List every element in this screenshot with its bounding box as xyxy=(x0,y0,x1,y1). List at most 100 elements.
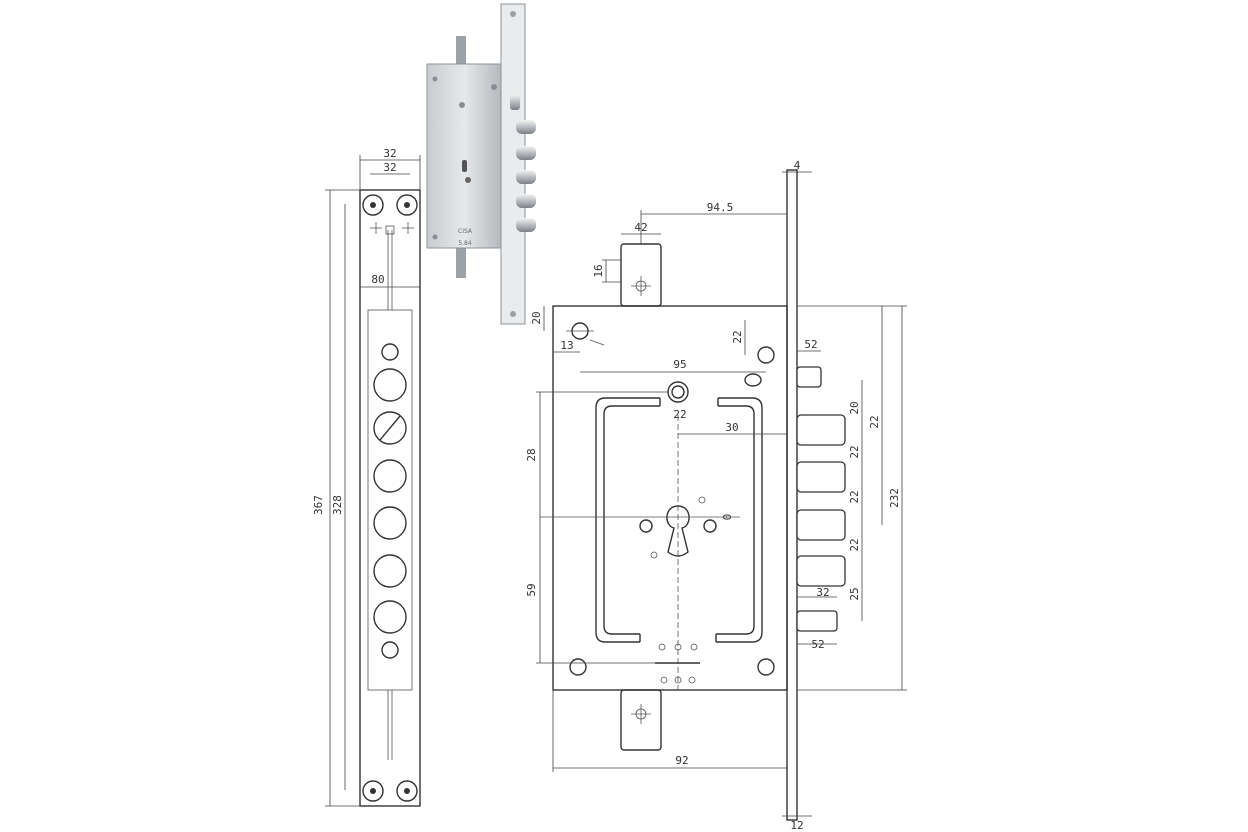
photo-bolt xyxy=(516,194,536,208)
faceplate-front-view: 32 32 80 367 328 xyxy=(312,147,421,807)
photo-latch xyxy=(510,94,520,110)
dim-front-bottom: 12 xyxy=(790,819,803,832)
dim-hole-spacing: 95 xyxy=(673,358,686,371)
case-hole-small xyxy=(658,643,666,651)
inner-slot-right xyxy=(716,405,755,635)
screw-center xyxy=(370,202,376,208)
case-hole-small xyxy=(698,496,706,504)
photo-brand-text: CISA xyxy=(458,228,473,235)
bolt-hole-slash xyxy=(379,415,401,441)
case-hole-small xyxy=(688,676,696,684)
photo-bolt xyxy=(516,170,536,184)
photo-screw xyxy=(459,102,465,108)
faceplate-outline xyxy=(359,189,421,807)
photo-screw xyxy=(491,84,497,90)
lock-body-side-view: 94.5 42 16 20 13 22 95 22 30 28 59 0 52 … xyxy=(525,159,907,832)
latch-bolt xyxy=(796,366,822,388)
dead-bolt xyxy=(796,461,846,493)
dim-strip-offset: 80 xyxy=(371,273,384,286)
bolt-hole-handle xyxy=(373,411,407,445)
inner-slot-right xyxy=(716,397,763,643)
dim-bolt-spacing-5: 25 xyxy=(848,587,861,600)
case-slot xyxy=(744,373,762,387)
photo-screw xyxy=(510,311,516,317)
dead-bolt-lower xyxy=(796,610,838,632)
screw-center xyxy=(404,202,410,208)
dim-bolt-protrusion-top: 52 xyxy=(804,338,817,351)
photo-screw xyxy=(432,76,438,82)
photo-screw xyxy=(510,11,516,17)
dim-hole-top-right: 22 xyxy=(731,330,744,343)
screw-hole xyxy=(396,780,418,802)
faceplate-screws xyxy=(362,194,418,802)
bolt-hole xyxy=(373,506,407,540)
latch-hole-small xyxy=(381,641,399,659)
case-hole-bottom-right xyxy=(757,658,775,676)
dim-top-width: 94.5 xyxy=(707,201,734,214)
photo-bolt xyxy=(516,218,536,232)
dim-lug-height: 16 xyxy=(592,264,605,277)
rod-end xyxy=(385,225,395,235)
case-hole-small xyxy=(660,676,668,684)
faceplate-bolt-holes xyxy=(373,343,407,659)
dim-plate-width: 92 xyxy=(675,754,688,767)
dim-hole-left: 13 xyxy=(560,339,573,352)
case-hole-small xyxy=(674,643,682,651)
mounting-lug-top xyxy=(620,243,662,307)
photo-code-text: 5.84 xyxy=(458,240,472,247)
leader xyxy=(589,339,605,346)
cylinder-keyhole xyxy=(666,505,690,557)
photo-bolt xyxy=(516,120,536,134)
bolt-hole xyxy=(373,554,407,588)
dim-latch: 32 xyxy=(816,586,829,599)
dim-bolt-spacing-right: 22 xyxy=(868,415,881,428)
screw-center xyxy=(370,788,376,794)
latch-hole-small xyxy=(381,343,399,361)
case-hole-small xyxy=(690,643,698,651)
dim-lug-width: 42 xyxy=(634,221,647,234)
photo-screw xyxy=(432,234,438,240)
screw-center xyxy=(404,788,410,794)
dim-strip-width-inner: 32 xyxy=(383,161,396,174)
bolt-hole xyxy=(373,459,407,493)
photo-lug-bottom xyxy=(456,246,466,278)
screw-hole xyxy=(362,194,384,216)
dim-total-height: 232 xyxy=(888,488,901,508)
dim-plate-top-hole: 20 xyxy=(530,311,543,324)
case-hole xyxy=(703,519,717,533)
handle-hub-outer xyxy=(667,381,689,403)
photo-bolt xyxy=(516,146,536,160)
photo-faceplate xyxy=(500,3,526,325)
dim-lower: 59 xyxy=(525,583,538,596)
dim-bolt-spacing-2: 22 xyxy=(848,445,861,458)
dim-handle-hole: 22 xyxy=(673,408,686,421)
dead-bolt xyxy=(796,555,846,587)
case-hole-small xyxy=(650,551,658,559)
photo-lug-top xyxy=(456,36,466,66)
bolt-hole xyxy=(373,368,407,402)
handle-hub-inner xyxy=(671,385,685,399)
photo-spindle xyxy=(465,177,471,183)
dim-bolt-spacing-4: 22 xyxy=(848,538,861,551)
dim-strip-length-total: 367 xyxy=(312,495,325,515)
dim-bolt-protrusion-bottom: 52 xyxy=(811,638,824,651)
dim-strip-width-outer: 32 xyxy=(383,147,396,160)
dim-center-to-bolt: 30 xyxy=(725,421,738,434)
case-hole xyxy=(639,519,653,533)
case-hole-top-right xyxy=(757,346,775,364)
dim-center-zero: 0 xyxy=(721,514,734,521)
lock-product-photo: CISA 5.84 xyxy=(426,3,536,325)
lock-bolts xyxy=(796,366,846,632)
dim-strip-length-inner: 328 xyxy=(331,495,344,515)
lock-faceplate xyxy=(786,169,798,821)
screw-hole xyxy=(362,780,384,802)
dim-bolt-spacing-3: 22 xyxy=(848,490,861,503)
photo-bolts xyxy=(510,94,536,232)
inner-slot-left xyxy=(595,397,660,643)
photo-case xyxy=(426,63,503,249)
faceplate-inner-panel xyxy=(367,309,413,691)
case-hole-small xyxy=(674,676,682,684)
inner-slot-left xyxy=(603,405,660,635)
lock-case xyxy=(552,305,788,691)
